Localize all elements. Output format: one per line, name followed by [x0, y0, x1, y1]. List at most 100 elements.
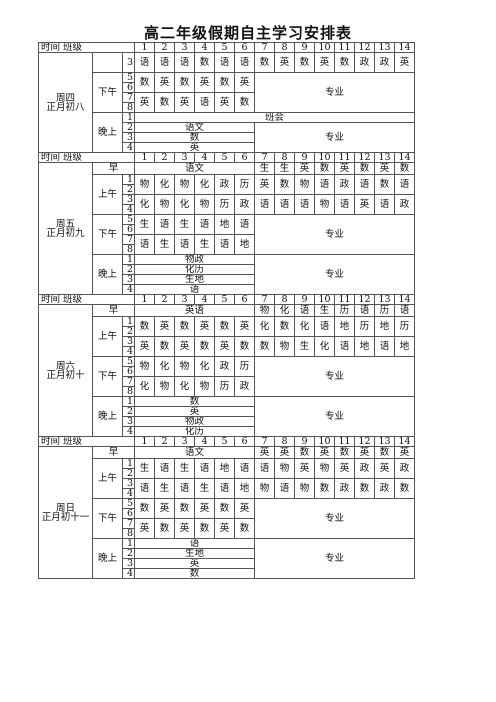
slot-number: 4 — [121, 204, 136, 215]
evening-subject: 化历 — [134, 426, 256, 437]
subject-cell: 物 — [254, 478, 276, 499]
subject-cell: 历 — [234, 356, 256, 377]
period-early: 早 — [91, 304, 136, 317]
subject-cell: 语 — [314, 316, 336, 337]
subject-cell: 数 — [174, 316, 196, 337]
subject-cell: 生 — [154, 234, 176, 255]
subject-cell: 语 — [394, 174, 416, 195]
subject-cell: 物 — [154, 194, 176, 215]
header-class-7: 7 — [254, 152, 276, 163]
header-class-13: 13 — [374, 436, 396, 447]
header-class-5: 5 — [214, 294, 236, 305]
early-subject: 语文 — [134, 446, 256, 459]
day-date: 正月初九 — [46, 227, 85, 239]
header-class-13: 13 — [374, 294, 396, 305]
subject-cell: 语 — [294, 194, 316, 215]
day-weekday: 周日 — [55, 502, 75, 514]
header-class-7: 7 — [254, 42, 276, 53]
period-evening: 晚上 — [92, 538, 123, 579]
early-cell: 历 — [334, 304, 356, 317]
subject-cell: 物 — [174, 356, 196, 377]
subject-cell: 数 — [134, 316, 156, 337]
subject-cell: 英 — [134, 518, 156, 539]
subject-cell: 数 — [214, 498, 236, 519]
header-time-class: 时间 班级 — [37, 42, 136, 53]
slot-number: 8 — [121, 244, 136, 255]
subject-cell: 政 — [394, 458, 416, 479]
subject-cell: 英 — [394, 52, 416, 73]
day-weekday: 周五 — [55, 218, 75, 230]
subject-cell: 地 — [334, 316, 356, 337]
subject-cell: 英 — [174, 336, 196, 357]
subject-cell: 英 — [274, 52, 296, 73]
evening-subject: 语文 — [134, 122, 256, 133]
subject-cell: 物 — [294, 478, 316, 499]
slot-number: 1 — [121, 174, 136, 185]
slot-number: 4 — [121, 346, 136, 357]
early-cell: 英 — [354, 446, 376, 459]
header-class-10: 10 — [314, 436, 336, 447]
subject-cell: 英 — [174, 92, 196, 113]
header-class-7: 7 — [254, 436, 276, 447]
slot-number: 2 — [121, 468, 136, 479]
subject-cell: 英 — [374, 458, 396, 479]
subject-cell: 地 — [354, 336, 376, 357]
subject-cell: 化 — [194, 356, 216, 377]
subject-cell: 政 — [234, 376, 256, 397]
header-class-9: 9 — [294, 436, 316, 447]
early-cell: 数 — [354, 162, 376, 175]
subject-cell: 语 — [154, 458, 176, 479]
header-time-class: 时间 班级 — [37, 294, 136, 305]
evening-subject: 语 — [134, 284, 256, 295]
subject-cell: 政 — [374, 478, 396, 499]
subject-cell: 化 — [254, 316, 276, 337]
subject-cell: 数 — [214, 316, 236, 337]
header-class-13: 13 — [374, 152, 396, 163]
slot-number: 8 — [121, 102, 136, 113]
table-row: 周六正月初十早英语物化语生历语历语 — [38, 304, 416, 437]
subject-cell: 地 — [214, 214, 236, 235]
period-evening: 晚上 — [92, 396, 123, 437]
page-title: 高二年级假期自主学习安排表 — [143, 24, 352, 42]
subject-cell: 数 — [374, 174, 396, 195]
subject-cell: 物 — [314, 194, 336, 215]
subject-cell: 物 — [274, 458, 296, 479]
slot-number: 1 — [121, 316, 136, 327]
slot-number: 5 — [121, 214, 136, 225]
period-morning: 上午 — [92, 174, 123, 215]
early-subject: 英语 — [134, 304, 256, 317]
subject-cell: 政 — [354, 52, 376, 73]
subject-cell: 语 — [234, 52, 256, 73]
day-date: 正月初八 — [46, 101, 85, 113]
subject-cell: 生 — [134, 458, 156, 479]
header-class-1: 1 — [134, 42, 156, 53]
slot-number: 5 — [121, 498, 136, 509]
day-weekday: 周四 — [55, 92, 75, 104]
header-class-11: 11 — [334, 152, 356, 163]
subject-cell: 生 — [294, 336, 316, 357]
subject-cell: 语 — [274, 194, 296, 215]
subject-cell: 化 — [174, 194, 196, 215]
subject-cell: 语 — [214, 234, 236, 255]
evening-major: 专业 — [254, 254, 416, 295]
slot-number: 2 — [121, 184, 136, 195]
evening-subject: 化历 — [134, 264, 256, 275]
header-class-6: 6 — [234, 42, 256, 53]
subject-cell: 生 — [194, 234, 216, 255]
subject-cell: 语 — [234, 458, 256, 479]
subject-cell: 英 — [154, 72, 176, 93]
day-label: 周五正月初九 — [38, 162, 93, 295]
evening-major: 专业 — [254, 122, 416, 153]
subject-cell: 政 — [334, 174, 356, 195]
slot-number: 2 — [121, 264, 136, 275]
subject-cell: 数 — [254, 336, 276, 357]
subject-cell: 语 — [134, 234, 156, 255]
afternoon-major: 专业 — [254, 214, 416, 255]
early-subject: 语文 — [134, 162, 256, 175]
